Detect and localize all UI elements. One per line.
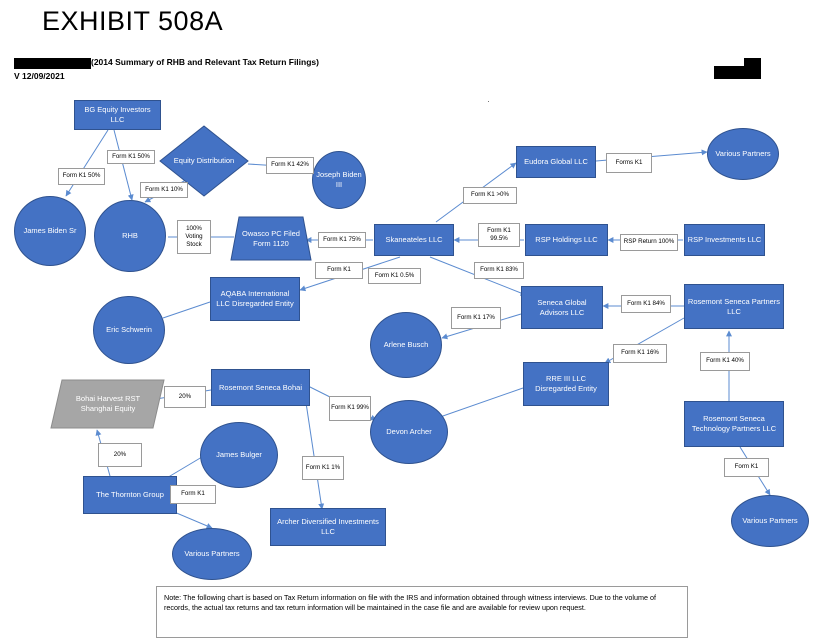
label-eq-joseph: Form K1 42%: [266, 157, 314, 174]
arlene-busch-circle[interactable]: Arlene Busch: [370, 312, 442, 378]
label-rosemont-rre: Form K1 16%: [613, 344, 667, 363]
exhibit-title: EXHIBIT 508A: [42, 6, 224, 36]
label-bohai-archer: Form K1 1%: [302, 456, 344, 480]
label-skan-eudora: Form K1 >0%: [463, 187, 517, 204]
bohai-harvest-text: Bohai Harvest RST Shanghai Equity: [75, 394, 141, 413]
bg-equity-investors-box[interactable]: BG Equity Investors LLC: [74, 100, 161, 130]
skaneateles-box[interactable]: Skaneateles LLC: [374, 224, 454, 256]
label-tech-partners: Form K1: [724, 458, 769, 477]
rsp-investments-box[interactable]: RSP Investments LLC: [684, 224, 765, 256]
devon-archer-circle[interactable]: Devon Archer: [370, 400, 448, 464]
link-bg-james: [65, 129, 109, 197]
label-skan-seneca: Form K1 83%: [474, 262, 524, 279]
seneca-global-advisors-box[interactable]: Seneca Global Advisors LLC: [521, 286, 603, 329]
redaction-notch: [714, 58, 744, 66]
equity-distribution-text: Equity Distribution: [173, 156, 235, 166]
label-bohai-devon: Form K1 99%: [329, 396, 371, 421]
label-eudora-partners: Forms K1: [606, 153, 652, 173]
redaction-bar: [14, 58, 91, 69]
rosemont-seneca-technology-box[interactable]: Rosemont Seneca Technology Partners LLC: [684, 401, 784, 447]
link-bg-rhb: [113, 129, 134, 201]
james-biden-circle[interactable]: James Biden Sr: [14, 196, 86, 266]
rosemont-seneca-bohai-box[interactable]: Rosemont Seneca Bohai: [211, 369, 310, 406]
james-bulger-circle[interactable]: James Bulger: [200, 422, 278, 488]
various-partners-bottom-circle[interactable]: Various Partners: [172, 528, 252, 580]
joseph-biden-circle[interactable]: Joseph Biden III: [312, 151, 366, 209]
various-partners-top-circle[interactable]: Various Partners: [707, 128, 779, 180]
owasco-text: Owasco PC Filed Form 1120: [242, 229, 300, 248]
label-skan-aqaba-2: Form K1 0.5%: [368, 268, 421, 284]
label-thornton-bulger: Form K1: [170, 485, 216, 504]
label-eq-rhb: Form K1 10%: [140, 182, 188, 198]
label-rosemont-seneca: Form K1 84%: [621, 295, 671, 313]
version-label: V 12/09/2021: [14, 71, 65, 81]
chart-footnote: Note: The following chart is based on Ta…: [156, 586, 688, 638]
label-rhb-owasco: 100% Voting Stock: [177, 220, 211, 254]
equity-distribution-diamond: [159, 125, 249, 197]
rhb-circle[interactable]: RHB: [94, 200, 166, 272]
label-rspinv-rsp: RSP Return 100%: [620, 234, 678, 251]
rre-iii-box[interactable]: RRE III LLC Disregarded Entity: [523, 362, 609, 406]
label-owasco-skan: Form K1 75%: [318, 232, 366, 248]
rsp-holdings-box[interactable]: RSP Holdings LLC: [525, 224, 608, 256]
owasco-trapezoid: [230, 216, 312, 261]
aqaba-international-box[interactable]: AQABA International LLC Disregarded Enti…: [210, 277, 300, 321]
chart-subtitle: (2014 Summary of RHB and Relevant Tax Re…: [91, 57, 319, 67]
label-bohai-harvest: 20%: [164, 386, 206, 408]
label-thornton-harvest: 20%: [98, 443, 142, 467]
bohai-harvest-parallelogram: [50, 379, 165, 429]
various-partners-right-circle[interactable]: Various Partners: [731, 495, 809, 547]
stray-dot: [488, 101, 489, 102]
archer-diversified-box[interactable]: Archer Diversified Investments LLC: [270, 508, 386, 546]
label-bg-james: Form K1 50%: [58, 168, 105, 185]
eudora-global-box[interactable]: Eudora Global LLC: [516, 146, 596, 178]
label-rsp-skan: Form K1 99.5%: [478, 223, 520, 247]
label-skan-aqaba: Form K1: [315, 262, 363, 279]
label-tech-rosemont: Form K1 40%: [700, 352, 750, 371]
label-bg-rhb: Form K1 50%: [107, 150, 155, 164]
link-aqaba-eric: [162, 301, 211, 319]
eric-schwerin-circle[interactable]: Eric Schwerin: [93, 296, 165, 364]
thornton-group-box[interactable]: The Thornton Group: [83, 476, 177, 514]
label-seneca-arlene: Form K1 17%: [451, 307, 501, 329]
link-bohai-archer: [304, 395, 325, 510]
rosemont-seneca-partners-box[interactable]: Rosemont Seneca Partners LLC: [684, 284, 784, 329]
